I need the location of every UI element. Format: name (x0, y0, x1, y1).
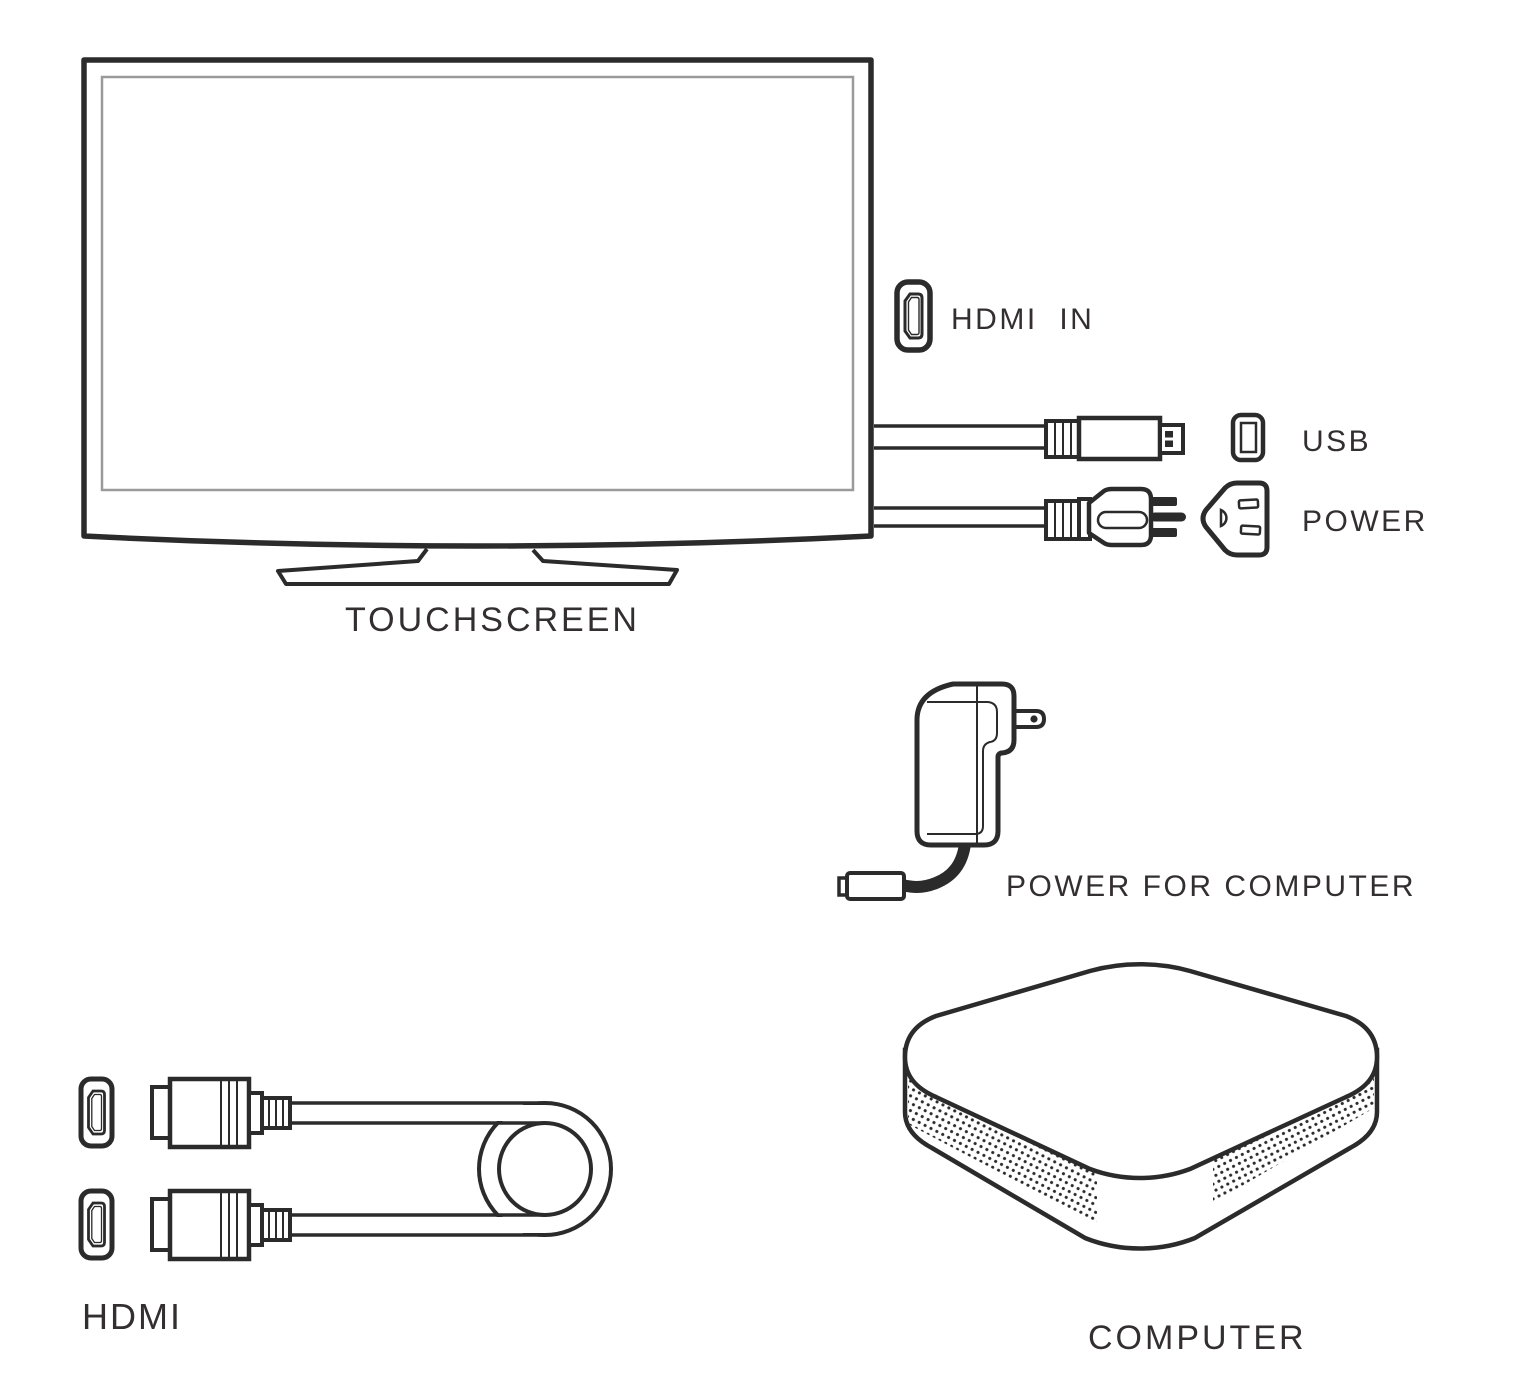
usb-port-icon (1230, 412, 1266, 463)
usb-label: USB (1302, 425, 1372, 458)
cable-coil-icon (290, 1101, 613, 1237)
hdmi-port-icon (894, 279, 933, 353)
power-label: POWER (1302, 505, 1428, 538)
computer-icon (902, 962, 1380, 1251)
usb-plug-icon (874, 415, 1185, 462)
power-for-computer-label: POWER FOR COMPUTER (1006, 870, 1416, 903)
power-plug-icon (874, 486, 1186, 548)
hdmi-in-label: HDMI IN (951, 303, 1095, 336)
monitor-icon (81, 57, 874, 586)
power-adapter-icon (837, 681, 1047, 901)
hdmi-label: HDMI (82, 1296, 182, 1337)
touchscreen-label: TOUCHSCREEN (345, 601, 640, 639)
computer-label: COMPUTER (1088, 1319, 1307, 1357)
hdmi-port-icon (78, 1188, 115, 1261)
power-outlet-icon (1200, 480, 1270, 558)
hdmi-connector-icon (150, 1188, 292, 1262)
hdmi-port-icon (78, 1076, 115, 1149)
hdmi-connector-icon (150, 1076, 292, 1150)
monitor-stand-icon (276, 547, 679, 586)
